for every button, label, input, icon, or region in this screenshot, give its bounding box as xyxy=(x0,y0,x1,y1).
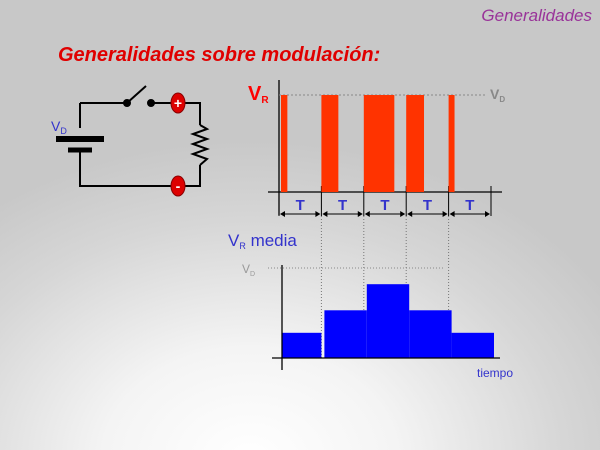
pulse-bar xyxy=(406,95,425,192)
period-label: T xyxy=(338,197,347,214)
switch-contact xyxy=(123,99,131,107)
resistor-icon xyxy=(190,124,210,166)
mean-bar xyxy=(282,332,322,358)
mean-bar xyxy=(451,332,494,358)
section-header: Generalidades xyxy=(481,6,592,25)
pulse-bar xyxy=(321,95,339,192)
arrowhead-icon xyxy=(280,211,321,217)
mean-bar xyxy=(324,310,367,358)
pulse-bar xyxy=(363,95,395,192)
pulse-ref-label: VD xyxy=(490,86,505,104)
mean-ylabel: VR media xyxy=(228,231,297,251)
switch-contact xyxy=(147,99,155,107)
period-label: T xyxy=(296,197,305,214)
mean-xlabel: tiempo xyxy=(477,366,513,380)
mean-bar xyxy=(409,310,452,358)
plus-sign: + xyxy=(174,95,182,111)
period-label: T xyxy=(423,197,432,214)
circuit-wires xyxy=(79,102,201,187)
pulse-bar xyxy=(281,95,288,192)
arrowhead-icon xyxy=(407,211,448,217)
arrowhead-icon xyxy=(322,211,363,217)
pulse-ylabel: VR xyxy=(248,83,269,106)
mean-chart xyxy=(268,265,500,370)
plus-terminal-icon: + xyxy=(170,92,186,114)
period-label: T xyxy=(465,197,474,214)
period-label: T xyxy=(380,197,389,214)
circuit xyxy=(56,85,210,187)
arrowhead-icon xyxy=(364,211,406,217)
slide-title: Generalidades sobre modulación: xyxy=(58,44,381,66)
arrowhead-icon xyxy=(449,211,490,217)
mean-ref-label: VD xyxy=(242,262,255,278)
switch-lever xyxy=(126,85,147,104)
pulse-bar xyxy=(448,95,455,192)
source-label: VD xyxy=(51,118,67,136)
minus-terminal-icon: - xyxy=(170,175,186,197)
mean-bar xyxy=(366,284,410,358)
minus-sign: - xyxy=(176,178,181,194)
